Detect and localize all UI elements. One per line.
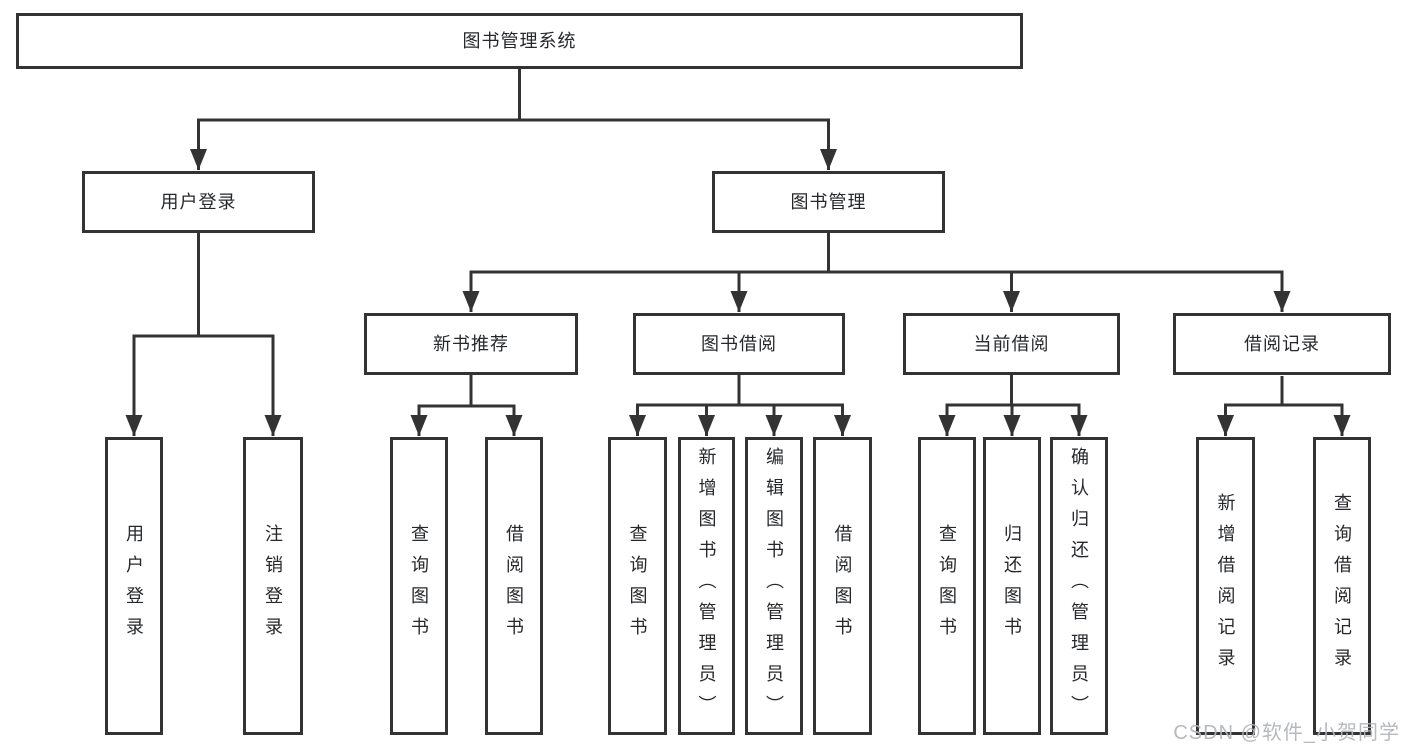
- leaf-query-borrow-record: 查询借阅记录: [1313, 437, 1371, 735]
- connector-current-borrow-branch: [938, 375, 1088, 436]
- leaf-edit-book-admin-label: 编辑图书（管理员）: [764, 446, 784, 726]
- node-book-management: 图书管理: [712, 171, 945, 233]
- leaf-return-book-label: 归还图书: [1002, 524, 1022, 648]
- connector-book-borrow-branch: [629, 375, 851, 436]
- connector-book-management-branch: [462, 233, 1291, 312]
- leaf-confirm-return-admin: 确认归还（管理员）: [1050, 437, 1108, 735]
- node-root: 图书管理系统: [16, 13, 1023, 69]
- node-user-login-label: 用户登录: [160, 192, 237, 212]
- leaf-borrow-books: 借阅图书: [813, 437, 872, 735]
- node-borrow-records-label: 借阅记录: [1244, 334, 1320, 354]
- leaf-add-book-admin-label: 新增图书（管理员）: [696, 446, 717, 726]
- node-current-borrow-label: 当前借阅: [973, 334, 1050, 354]
- leaf-query-books-current-label: 查询图书: [937, 524, 957, 648]
- leaf-query-books-borrow: 查询图书: [608, 437, 667, 735]
- leaf-add-borrow-record-label: 新增借阅记录: [1215, 493, 1236, 679]
- leaf-return-book: 归还图书: [983, 437, 1041, 735]
- leaf-borrow-books-recommend: 借阅图书: [485, 437, 543, 735]
- leaf-query-books-recommend: 查询图书: [390, 437, 448, 735]
- leaf-query-books-borrow-label: 查询图书: [627, 524, 648, 648]
- node-current-borrow: 当前借阅: [903, 313, 1120, 375]
- leaf-add-borrow-record: 新增借阅记录: [1196, 437, 1255, 735]
- leaf-logout-label: 注销登录: [263, 524, 283, 648]
- leaf-user-login: 用户登录: [105, 437, 163, 735]
- leaf-borrow-books-recommend-label: 借阅图书: [504, 524, 524, 648]
- leaf-confirm-return-admin-label: 确认归还（管理员）: [1069, 446, 1089, 726]
- leaf-user-login-label: 用户登录: [124, 524, 144, 648]
- node-book-borrow-label: 图书借阅: [701, 334, 777, 354]
- node-book-management-label: 图书管理: [790, 192, 867, 212]
- leaf-edit-book-admin: 编辑图书（管理员）: [745, 437, 803, 735]
- leaf-query-books-recommend-label: 查询图书: [409, 524, 429, 648]
- connector-root-to-level2: [190, 69, 837, 170]
- node-user-login: 用户登录: [82, 171, 315, 233]
- leaf-query-borrow-record-label: 查询借阅记录: [1332, 493, 1352, 679]
- node-borrow-records: 借阅记录: [1173, 313, 1391, 375]
- node-new-book-recommend: 新书推荐: [364, 313, 578, 375]
- leaf-add-book-admin: 新增图书（管理员）: [678, 437, 735, 735]
- node-new-book-recommend-label: 新书推荐: [433, 334, 509, 354]
- leaf-borrow-books-label: 借阅图书: [832, 524, 853, 648]
- node-book-borrow: 图书借阅: [633, 313, 845, 375]
- connector-borrow-records-branch: [1217, 376, 1351, 436]
- leaf-logout: 注销登录: [243, 437, 303, 735]
- connector-user-login-branch: [125, 233, 282, 436]
- csdn-watermark: CSDN @软件_小贺同学: [1173, 722, 1400, 744]
- leaf-query-books-current: 查询图书: [918, 437, 976, 735]
- node-root-label: 图书管理系统: [462, 31, 577, 51]
- connector-new-book-branch: [410, 375, 523, 436]
